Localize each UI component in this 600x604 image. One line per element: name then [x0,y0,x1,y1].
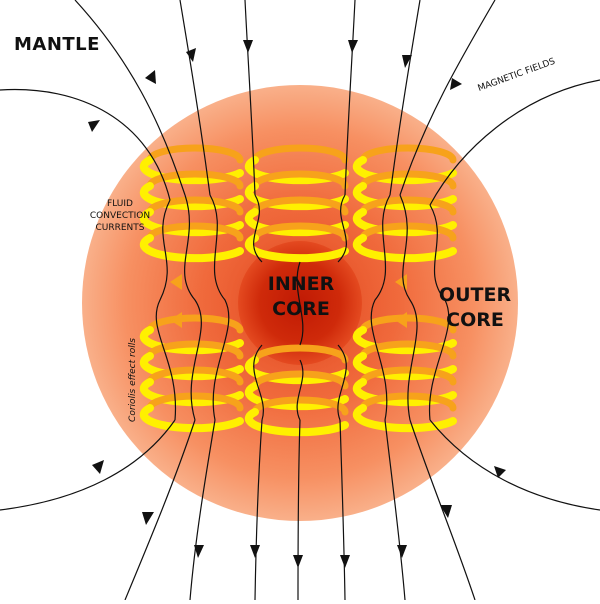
fluid-label-line3: CURRENTS [95,223,145,233]
fluid-label-line1: FLUID [107,199,133,209]
coil-back-segment [146,340,244,360]
arrow-icon [243,40,253,53]
coil-back-segment [359,196,457,216]
inner-core-label-line1: INNER [267,273,335,295]
fluid-convection-label: FLUID CONVECTION CURRENTS [80,198,160,234]
outer-core-label-line2: CORE [446,309,504,331]
outer-core-label: OUTER CORE [435,283,515,333]
arrow-icon [250,545,260,558]
coil-front-segment [352,404,457,433]
coil-back-segment [251,170,349,190]
coil-back-segment [251,396,349,416]
convection-arrow-icon [170,312,182,328]
arrow-icon [145,70,156,84]
arrow-icon [293,555,303,568]
inner-core-label: INNER CORE [257,272,345,322]
coil-front-segment [352,234,457,263]
coil-back-segment [146,170,244,190]
arrow-icon [340,555,350,568]
arrow-icon [92,460,104,474]
outer-core-label-line1: OUTER [438,284,512,306]
arrow-icon [186,48,196,62]
coil-front-segment [244,234,349,263]
coil-back-segment [359,144,457,164]
arrow-icon [440,505,452,518]
coriolis-label: Coriolis effect rolls [128,338,138,422]
arrow-icon [348,40,358,53]
coil-back-segment [251,144,349,164]
coil-back-segment [146,222,244,242]
coil-back-segment [359,366,457,386]
arrow-icon [494,466,506,478]
coil-back-segment [251,344,349,364]
coil-back-segment [146,196,244,216]
coil-back-segment [146,144,244,164]
coil-back-segment [359,222,457,242]
inner-core-label-line2: CORE [272,298,330,320]
convection-arrow-icon [395,312,407,328]
coil-front-segment [244,408,349,437]
coil-back-segment [146,392,244,412]
field-arrows [88,40,506,568]
arrow-icon [402,55,412,68]
coil-back-segment [251,222,349,242]
fluid-label-line2: CONVECTION [89,211,151,221]
coil-back-segment [146,366,244,386]
mantle-label: MANTLE [14,34,100,55]
arrow-icon [397,545,407,558]
arrow-icon [194,545,204,558]
coriolis-coils [139,144,457,437]
coil-back-segment [359,340,457,360]
arrow-icon [142,512,154,525]
arrow-icon [88,120,100,132]
coil-back-segment [251,370,349,390]
coil-front-segment [139,234,244,263]
convection-arrow-icon [170,274,182,290]
arrow-icon [450,78,462,90]
coil-back-segment [146,314,244,334]
